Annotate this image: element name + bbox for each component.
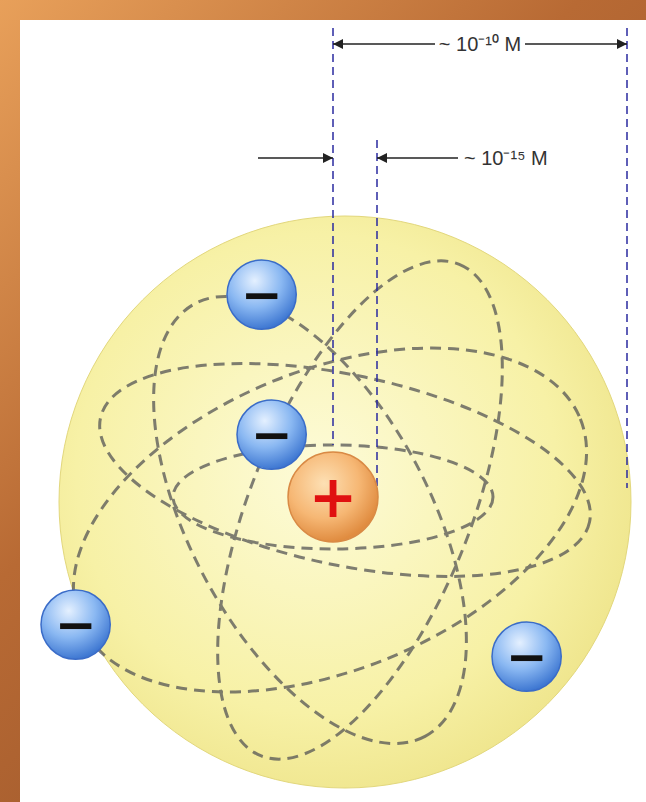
- charge-minus: −: [506, 632, 548, 682]
- electron: −: [225, 258, 298, 331]
- charge-minus: −: [251, 410, 293, 460]
- circle-shape: [227, 260, 296, 329]
- dimension-label: ~ 10⁻¹⁰ M: [435, 32, 525, 56]
- charge-minus: −: [241, 270, 283, 320]
- circle-shape: [288, 452, 378, 542]
- dimension-label: ~ 10⁻¹⁵ M: [460, 146, 552, 170]
- electron: −: [39, 588, 112, 661]
- orbits: [23, 223, 636, 797]
- nucleus: +: [286, 450, 380, 544]
- circle-shape: [41, 590, 110, 659]
- charge-minus: −: [55, 600, 97, 650]
- atom-sphere: [59, 216, 631, 788]
- electron: −: [235, 398, 308, 471]
- dimension-arrows: [258, 44, 627, 158]
- charge-plus: +: [309, 468, 358, 526]
- circle-shape: [492, 622, 561, 691]
- dimension-guides: [333, 28, 627, 500]
- electron: −: [490, 620, 563, 693]
- circle-shape: [237, 400, 306, 469]
